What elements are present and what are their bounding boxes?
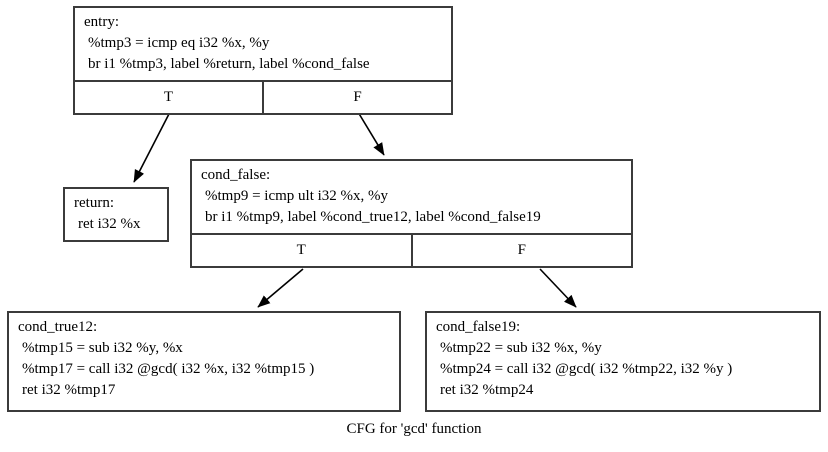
cfg-node-entry[interactable]: entry: %tmp3 = icmp eq i32 %x, %y br i1 …: [73, 6, 453, 115]
node-cond-false-body: cond_false: %tmp9 = icmp ult i32 %x, %y …: [192, 161, 631, 233]
diagram-caption: CFG for 'gcd' function: [346, 421, 482, 437]
node-return-instruction-1: ret i32 %x: [78, 216, 141, 232]
edge-cond-false-false-to-cond-false19: [539, 268, 577, 308]
node-cond-false19-instruction-1: %tmp22 = sub i32 %x, %y: [440, 340, 602, 356]
node-entry-body: entry: %tmp3 = icmp eq i32 %x, %y br i1 …: [75, 8, 451, 80]
node-entry-instruction-2: br i1 %tmp3, label %return, label %cond_…: [88, 56, 370, 72]
node-entry-instruction-1: %tmp3 = icmp eq i32 %x, %y: [88, 35, 270, 51]
node-entry-port-false[interactable]: F: [262, 82, 451, 113]
node-cond-true12-instruction-1: %tmp15 = sub i32 %y, %x: [22, 340, 183, 356]
edge-entry-false-to-cond-false: [357, 111, 385, 156]
node-cond-false-instruction-2: br i1 %tmp9, label %cond_true12, label %…: [205, 209, 541, 225]
node-entry-label: entry:: [84, 14, 119, 30]
edge-entry-true-to-return: [133, 111, 171, 183]
node-cond-true12-instruction-2: %tmp17 = call i32 @gcd( i32 %x, i32 %tmp…: [22, 361, 315, 377]
node-return-label: return:: [74, 195, 114, 211]
node-cond-false19-body: cond_false19: %tmp22 = sub i32 %x, %y %t…: [427, 313, 819, 406]
node-entry-port-true[interactable]: T: [163, 89, 174, 105]
node-cond-true12-label: cond_true12:: [18, 319, 98, 335]
node-cond-false19-instruction-3: ret i32 %tmp24: [440, 382, 534, 398]
node-return-body: return: ret i32 %x: [65, 189, 167, 240]
node-cond-false-port-true[interactable]: T: [296, 242, 306, 258]
node-cond-false-ports: T F: [192, 233, 631, 266]
node-cond-false19-label: cond_false19:: [436, 319, 521, 335]
node-cond-true12-body: cond_true12: %tmp15 = sub i32 %y, %x %tm…: [9, 313, 399, 406]
node-cond-false19-instruction-2: %tmp24 = call i32 @gcd( i32 %tmp22, i32 …: [440, 361, 733, 377]
node-entry-ports: T F: [75, 80, 451, 113]
edge-cond-false-true-to-cond-true12: [257, 268, 304, 308]
cfg-node-cond-false[interactable]: cond_false: %tmp9 = icmp ult i32 %x, %y …: [190, 159, 633, 268]
cfg-node-cond-false19[interactable]: cond_false19: %tmp22 = sub i32 %x, %y %t…: [425, 311, 821, 412]
node-cond-false-port-false[interactable]: F: [410, 235, 632, 266]
node-cond-false-instruction-1: %tmp9 = icmp ult i32 %x, %y: [205, 188, 389, 204]
node-cond-true12-instruction-3: ret i32 %tmp17: [22, 382, 116, 398]
cfg-node-return[interactable]: return: ret i32 %x: [63, 187, 169, 242]
cfg-node-cond-true12[interactable]: cond_true12: %tmp15 = sub i32 %y, %x %tm…: [7, 311, 401, 412]
node-cond-false-label: cond_false:: [201, 167, 271, 183]
